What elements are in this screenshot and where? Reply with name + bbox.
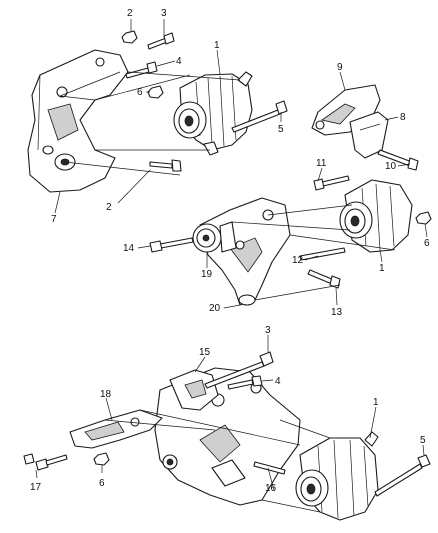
- callout-label: 19: [201, 269, 213, 280]
- callout-label: 20: [209, 303, 221, 314]
- bolt-13: [307, 269, 341, 289]
- callout-label: 9: [337, 62, 343, 73]
- middle-assembly: [149, 175, 432, 306]
- callout-label: 6: [424, 238, 430, 249]
- bolt-16: [253, 461, 286, 475]
- callout-label: 18: [100, 389, 112, 400]
- bolt-2-lower: [149, 159, 182, 172]
- callout-label: 10: [385, 161, 397, 172]
- callout-label: 3: [265, 325, 271, 336]
- bolt-5: [231, 100, 288, 133]
- bolt-4-bottom: [227, 375, 263, 390]
- callout-leaders: [35, 19, 428, 491]
- callout-label: 4: [275, 376, 281, 387]
- callout-label: 4: [176, 56, 182, 67]
- alternator-1-middle: [339, 179, 413, 253]
- callout-label: 16: [265, 483, 277, 494]
- bottom-assembly: [23, 351, 431, 521]
- nut-6-bottom: [93, 452, 110, 466]
- callout-label: 5: [420, 435, 426, 446]
- callout-label: 7: [51, 214, 57, 225]
- idler-pulley-19: [192, 221, 237, 253]
- callout-label: 2: [127, 8, 133, 19]
- bracket-8: [349, 111, 389, 159]
- callout-label: 3: [161, 8, 167, 19]
- bolt-11: [313, 175, 350, 191]
- nut-2: [121, 30, 138, 44]
- callout-label: 2: [106, 202, 112, 213]
- bolt-3-bottom: [204, 351, 274, 389]
- nut-6: [147, 85, 164, 99]
- mounting-bracket-7: [27, 49, 129, 193]
- callout-label: 13: [331, 307, 343, 318]
- callout-label: 1: [373, 397, 379, 408]
- callout-label: 12: [292, 255, 304, 266]
- callout-label: 1: [379, 263, 385, 274]
- top-assembly: [27, 30, 288, 193]
- bolt-10: [377, 149, 419, 171]
- callout-label: 6: [99, 478, 105, 489]
- nut-6-middle: [415, 211, 432, 225]
- bolt-14: [149, 237, 194, 253]
- callout-label: 1: [214, 40, 220, 51]
- brace-18: [69, 409, 163, 449]
- callout-label: 15: [199, 347, 211, 358]
- callout-label: 6: [137, 87, 143, 98]
- bracket-15: [169, 369, 219, 411]
- callout-label: 17: [30, 482, 42, 493]
- bolt-5-bottom: [374, 454, 431, 497]
- callout-label: 8: [400, 112, 406, 123]
- callout-label: 14: [123, 243, 135, 254]
- callout-label: 5: [278, 124, 284, 135]
- bolt-3: [147, 32, 175, 50]
- bolts-17: [23, 453, 68, 471]
- callout-label: 11: [316, 158, 327, 169]
- bolt-12: [299, 247, 346, 261]
- alternator-1: [173, 71, 253, 156]
- bolt-4: [125, 61, 158, 79]
- right-bracket-assembly: [311, 84, 419, 171]
- alternator-1-bottom: [295, 431, 379, 521]
- callout-labels: 2 3 1 4 6 5 7 2 9 8 10 11 6 1 12 13 14 1…: [30, 8, 430, 494]
